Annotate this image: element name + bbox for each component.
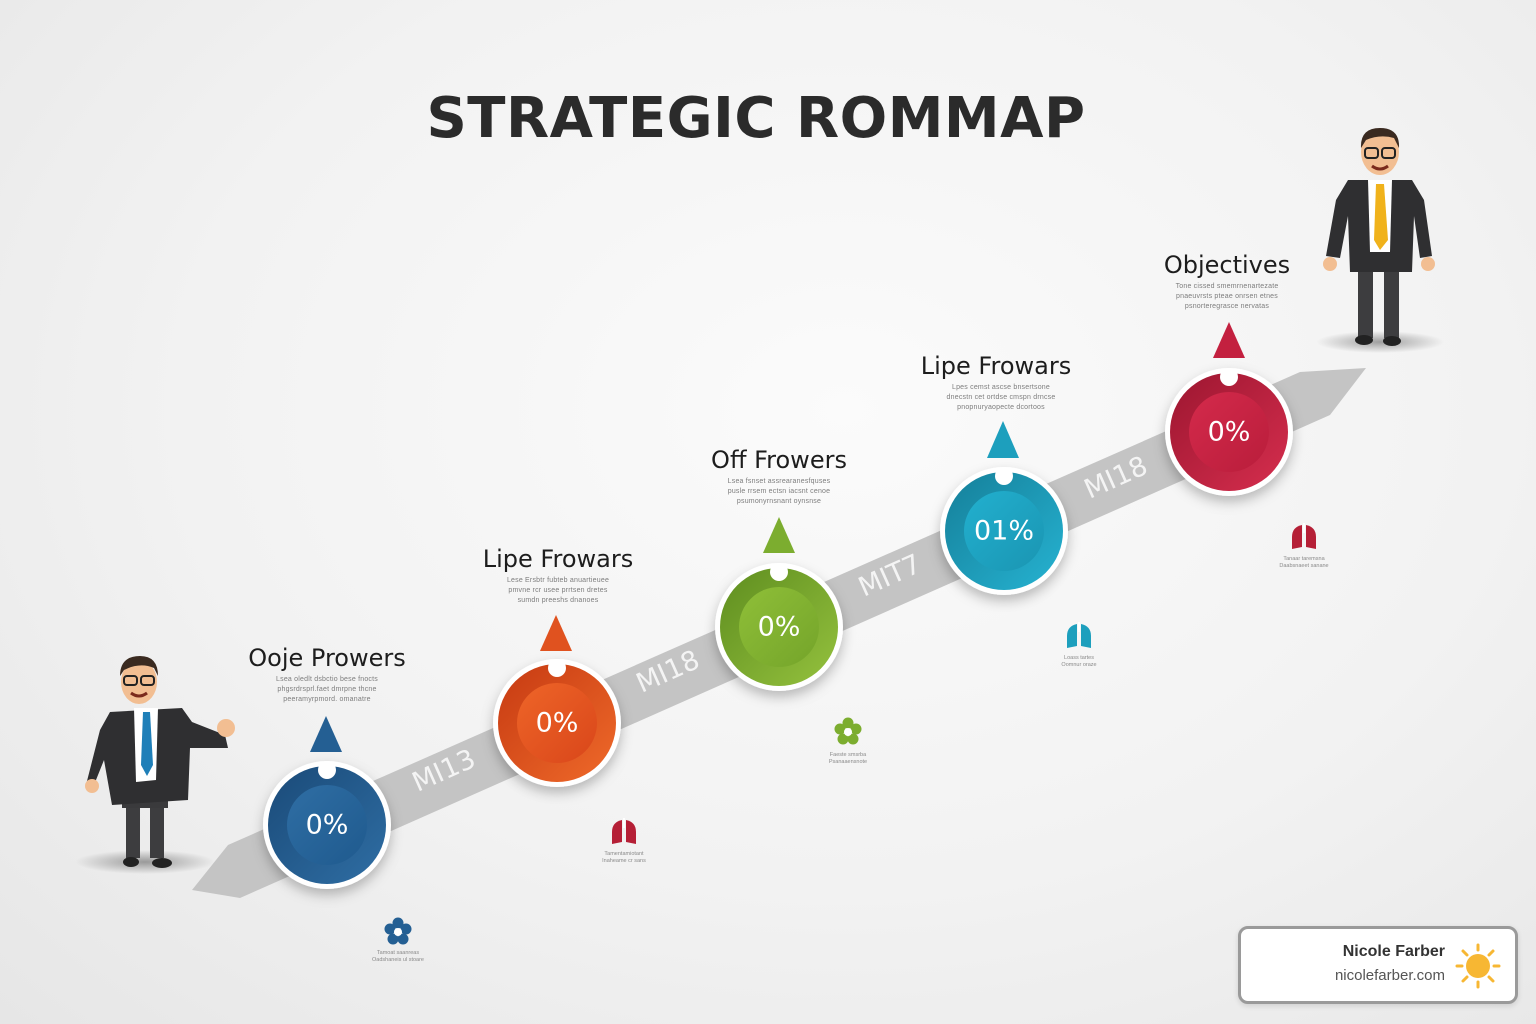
- desc-line: Lese Ersbtr fubteb anuartieuee: [506, 577, 610, 584]
- author-name: Nicole Farber: [1342, 943, 1445, 960]
- desc-line: pmvne rcr usee prrtsen dretes: [508, 587, 608, 594]
- caption-line: Tanaar taremsna: [1283, 556, 1325, 562]
- desc-line: Lsea oledlt dsbctio bese fnocts: [276, 676, 378, 683]
- desc-line: dnecstn cet ortdse cmspn drncse: [946, 394, 1056, 401]
- caption-line: Daabsnaeet sanane: [1279, 563, 1329, 569]
- caption-line: Loass tartes: [1064, 655, 1094, 661]
- page-title: STRATEGIC ROMMAP: [426, 86, 1086, 151]
- icon-caption-1: Tamoat saanreas Oadshaneis ul stoare: [372, 950, 424, 964]
- author-url[interactable]: nicolefarber.com: [1334, 967, 1445, 984]
- desc-line: sumdn preeshs dnanoes: [517, 597, 599, 604]
- desc-line: pnaeuvrsts pteae onrsen etnes: [1176, 293, 1278, 300]
- milestone-5-marker[interactable]: [1165, 322, 1293, 496]
- desc-line: Lpes cemst ascse bnsertsone: [951, 384, 1051, 391]
- milestone-3-marker[interactable]: [715, 517, 843, 691]
- caption-line: Faeste smsrba: [829, 752, 867, 758]
- milestone-3-title: Off Frowers: [711, 446, 847, 474]
- milestone-5-description: Tone cissed smemrnenartezate pnaeuvrsts …: [1176, 282, 1279, 312]
- milestone-4-marker[interactable]: [940, 421, 1068, 595]
- flower-icon: [384, 917, 412, 945]
- milestone-2-percent: 0%: [535, 707, 579, 739]
- milestone-1-description: Lsea oledlt dsbctio bese fnocts phgsrdrs…: [276, 675, 378, 705]
- sun-icon: [1455, 943, 1501, 989]
- desc-line: Tone cissed smemrnenartezate: [1175, 283, 1279, 290]
- milestone-1-percent: 0%: [305, 809, 349, 841]
- milestone-4-title: Lipe Frowars: [920, 352, 1072, 380]
- caption-line: Psanaaensnote: [828, 759, 868, 765]
- icon-caption-2: Tamentamiotant Inaheame cr sans: [602, 851, 646, 865]
- desc-line: peeramyrpmord. omanatre: [283, 696, 371, 703]
- desc-line: pnopnuryaopecte dcortoos: [957, 404, 1045, 411]
- caption-line: Oomnur oraze: [1061, 662, 1097, 668]
- milestone-2-marker[interactable]: [493, 615, 621, 787]
- icon-caption-3: Faeste smsrba Psanaaensnote: [829, 752, 867, 766]
- author-badge[interactable]: Nicole Farber nicolefarber.com: [1238, 926, 1518, 1004]
- presenter-right-figure: [1323, 128, 1435, 346]
- lungs-icon: [1292, 523, 1316, 549]
- milestone-2-description: Lese Ersbtr fubteb anuartieuee pmvne rcr…: [507, 576, 609, 606]
- icon-caption-4: Loass tartes Oomnur oraze: [1061, 655, 1096, 669]
- desc-line: psumonyrnsnant oynsnse: [736, 498, 822, 505]
- milestone-4-percent: 01%: [973, 515, 1035, 547]
- lungs-icon: [612, 818, 636, 844]
- milestone-1-title: Ooje Prowers: [248, 644, 406, 672]
- desc-line: Lsea fsnset assrearanesfquses: [727, 478, 831, 485]
- presenter-left-figure: [85, 656, 235, 868]
- caption-line: Tamoat saanreas: [376, 950, 420, 956]
- caption-line: Inaheame cr sans: [602, 858, 646, 864]
- flower-icon: [834, 717, 862, 745]
- milestone-4-description: Lpes cemst ascse bnsertsone dnecstn cet …: [947, 383, 1056, 413]
- icon-caption-5: Tanaar taremsna Daabsnaeet sanane: [1279, 556, 1328, 570]
- milestone-2-title: Lipe Frowars: [482, 545, 634, 573]
- desc-line: pusle rrsem ectsn iacsnt cenoe: [727, 488, 831, 495]
- milestone-3-description: Lsea fsnset assrearanesfquses pusle rrse…: [728, 477, 831, 507]
- lungs-icon: [1067, 622, 1091, 648]
- caption-line: Oadshaneis ul stoare: [372, 957, 424, 963]
- milestone-5-percent: 0%: [1207, 416, 1251, 448]
- caption-line: Tamentamiotant: [604, 851, 644, 857]
- desc-line: phgsrdrsprl.faet dmrpne thcne: [277, 686, 377, 693]
- milestone-5-title: Objectives: [1163, 251, 1291, 279]
- desc-line: psnorteregrasce nervatas: [1184, 303, 1270, 310]
- milestone-1-marker[interactable]: [263, 716, 391, 889]
- milestone-3-percent: 0%: [757, 611, 801, 643]
